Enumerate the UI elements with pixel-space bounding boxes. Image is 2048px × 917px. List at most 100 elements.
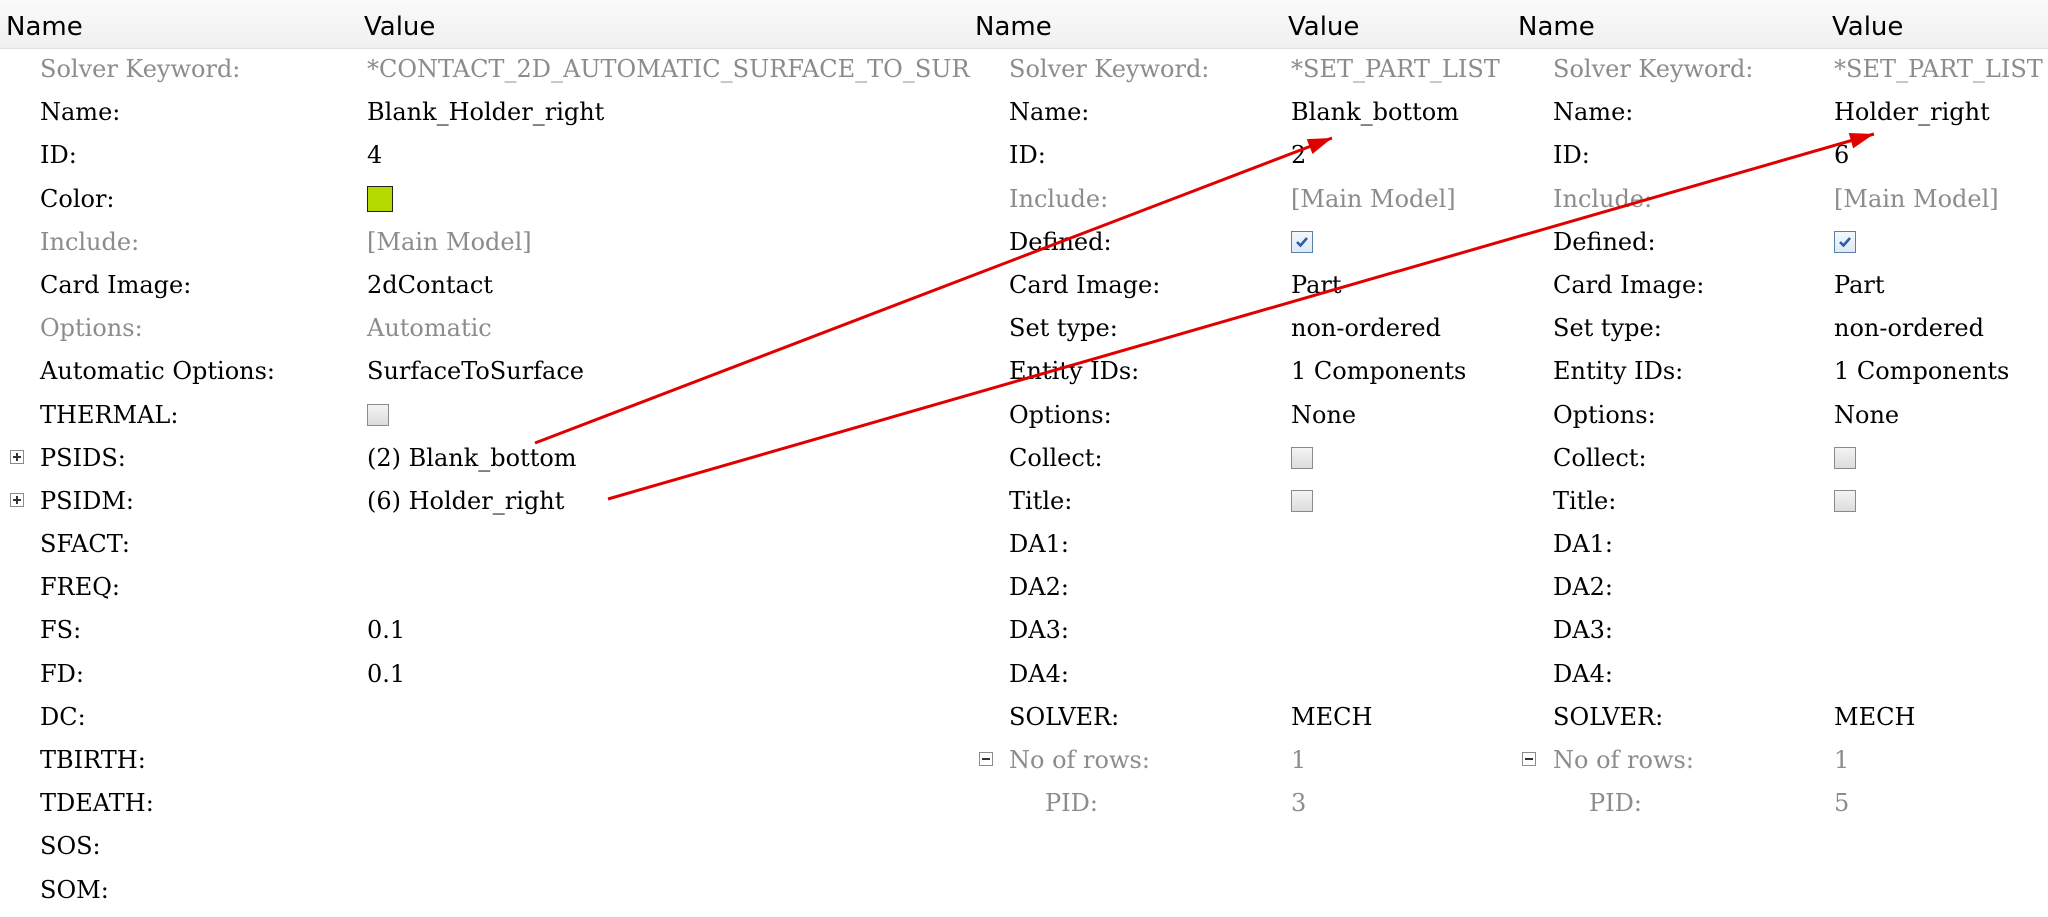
collect-checkbox[interactable]	[1291, 446, 1313, 469]
property-row-solver[interactable]: SOLVER:MECH	[1513, 696, 2048, 739]
property-row-collect[interactable]: Collect:	[1513, 437, 2048, 480]
property-row-collect[interactable]: Collect:	[970, 437, 1513, 480]
property-value[interactable]: None	[1834, 400, 1900, 429]
defined-checkbox[interactable]	[1834, 230, 1856, 253]
property-row-defined[interactable]: Defined:	[1513, 221, 2048, 264]
value-column-header[interactable]: Value	[1832, 12, 1904, 42]
property-row-card-image[interactable]: Card Image:2dContact	[0, 264, 970, 307]
collapse-icon[interactable]	[1522, 752, 1536, 766]
property-row-include[interactable]: Include:[Main Model]	[0, 221, 970, 264]
property-value[interactable]: *SET_PART_LIST	[1291, 55, 1500, 83]
property-row-solver[interactable]: SOLVER:MECH	[970, 696, 1513, 739]
property-value[interactable]: Automatic	[367, 314, 492, 343]
title-checkbox[interactable]	[1834, 489, 1856, 512]
property-value[interactable]: SurfaceToSurface	[367, 357, 585, 386]
defined-checkbox[interactable]	[1291, 230, 1313, 253]
property-value[interactable]: Holder_right	[1834, 98, 1990, 127]
property-row-id[interactable]: ID:4	[0, 134, 970, 177]
property-value[interactable]: 2	[1291, 141, 1307, 170]
property-value[interactable]: Part	[1834, 270, 1885, 299]
property-value[interactable]: 0.1	[367, 616, 406, 645]
property-row-psidm[interactable]: PSIDM:(6) Holder_right	[0, 480, 970, 523]
property-row-da1[interactable]: DA1:	[970, 523, 1513, 566]
property-value[interactable]: *SET_PART_LIST	[1834, 55, 2043, 83]
name-column-header[interactable]: Name	[975, 12, 1052, 42]
property-row-som[interactable]: SOM:	[0, 869, 970, 912]
property-row-id[interactable]: ID:6	[1513, 134, 2048, 177]
property-value[interactable]: 1	[1291, 746, 1307, 774]
property-value[interactable]: (2) Blank_bottom	[367, 443, 577, 472]
property-value[interactable]: [Main Model]	[367, 227, 532, 256]
property-row-fs[interactable]: FS:0.1	[0, 609, 970, 652]
property-row-automatic-options[interactable]: Automatic Options:SurfaceToSurface	[0, 350, 970, 393]
property-row-title[interactable]: Title:	[1513, 480, 2048, 523]
property-row-da1[interactable]: DA1:	[1513, 523, 2048, 566]
property-value[interactable]: MECH	[1291, 702, 1373, 731]
property-row-thermal[interactable]: THERMAL:	[0, 394, 970, 437]
property-row-entity-ids[interactable]: Entity IDs:1 Components	[970, 350, 1513, 393]
property-row-sos[interactable]: SOS:	[0, 825, 970, 868]
property-value[interactable]: 2dContact	[367, 270, 493, 299]
property-row-entity-ids[interactable]: Entity IDs:1 Components	[1513, 350, 2048, 393]
value-column-header[interactable]: Value	[364, 12, 436, 42]
property-row-card-image[interactable]: Card Image:Part	[970, 264, 1513, 307]
property-row-pid[interactable]: PID:5	[1513, 782, 2048, 820]
property-value[interactable]: Part	[1291, 270, 1342, 299]
property-row-freq[interactable]: FREQ:	[0, 566, 970, 609]
property-row-color[interactable]: Color:	[0, 178, 970, 221]
property-value[interactable]: *CONTACT_2D_AUTOMATIC_SURFACE_TO_SURFACE	[367, 55, 970, 83]
property-row-tbirth[interactable]: TBIRTH:	[0, 739, 970, 782]
property-value[interactable]: 1 Components	[1291, 357, 1467, 386]
property-row-sfact[interactable]: SFACT:	[0, 523, 970, 566]
property-row-da3[interactable]: DA3:	[970, 609, 1513, 652]
property-row-da4[interactable]: DA4:	[970, 653, 1513, 696]
property-row-solver-keyword[interactable]: Solver Keyword:*SET_PART_LIST	[1513, 48, 2048, 91]
property-value[interactable]: 5	[1834, 789, 1850, 818]
name-column-header[interactable]: Name	[6, 12, 83, 42]
property-row-set-type[interactable]: Set type:non-ordered	[1513, 307, 2048, 350]
property-value[interactable]: [Main Model]	[1291, 184, 1456, 213]
property-row-da2[interactable]: DA2:	[970, 566, 1513, 609]
expand-icon[interactable]	[10, 449, 24, 464]
property-row-pid[interactable]: PID:3	[970, 782, 1513, 820]
expand-icon[interactable]	[10, 492, 24, 507]
name-column-header[interactable]: Name	[1518, 12, 1595, 42]
property-row-options[interactable]: Options:None	[1513, 394, 2048, 437]
property-value[interactable]: (6) Holder_right	[367, 486, 565, 515]
property-value[interactable]: 1	[1834, 746, 1850, 774]
property-row-psids[interactable]: PSIDS:(2) Blank_bottom	[0, 437, 970, 480]
property-value[interactable]: 1 Components	[1834, 357, 2010, 386]
collect-checkbox[interactable]	[1834, 446, 1856, 469]
property-value[interactable]: 3	[1291, 789, 1307, 818]
property-row-tdeath[interactable]: TDEATH:	[0, 782, 970, 825]
property-row-da3[interactable]: DA3:	[1513, 609, 2048, 652]
property-value[interactable]: 6	[1834, 141, 1850, 170]
property-row-dc[interactable]: DC:	[0, 696, 970, 739]
property-row-fd[interactable]: FD:0.1	[0, 653, 970, 696]
property-row-name[interactable]: Name:Holder_right	[1513, 91, 2048, 134]
property-value[interactable]: Blank_bottom	[1291, 98, 1459, 127]
property-row-id[interactable]: ID:2	[970, 134, 1513, 177]
property-value[interactable]: None	[1291, 400, 1357, 429]
property-row-defined[interactable]: Defined:	[970, 221, 1513, 264]
property-row-options[interactable]: Options:Automatic	[0, 307, 970, 350]
property-value[interactable]: Blank_Holder_right	[367, 98, 605, 127]
property-value[interactable]: [Main Model]	[1834, 184, 1999, 213]
property-value[interactable]: 4	[367, 141, 383, 170]
property-row-no-of-rows[interactable]: No of rows:1	[1513, 739, 2048, 782]
property-row-include[interactable]: Include:[Main Model]	[1513, 178, 2048, 221]
title-checkbox[interactable]	[1291, 489, 1313, 512]
property-row-include[interactable]: Include:[Main Model]	[970, 178, 1513, 221]
property-row-options[interactable]: Options:None	[970, 394, 1513, 437]
property-row-solver-keyword[interactable]: Solver Keyword:*CONTACT_2D_AUTOMATIC_SUR…	[0, 48, 970, 91]
property-row-title[interactable]: Title:	[970, 480, 1513, 523]
property-row-da2[interactable]: DA2:	[1513, 566, 2048, 609]
property-value[interactable]: non-ordered	[1834, 314, 1984, 343]
property-row-set-type[interactable]: Set type:non-ordered	[970, 307, 1513, 350]
collapse-icon[interactable]	[979, 752, 993, 766]
property-row-da4[interactable]: DA4:	[1513, 653, 2048, 696]
property-row-card-image[interactable]: Card Image:Part	[1513, 264, 2048, 307]
property-row-solver-keyword[interactable]: Solver Keyword:*SET_PART_LIST	[970, 48, 1513, 91]
property-value[interactable]: 0.1	[367, 659, 406, 688]
color-swatch[interactable]	[367, 185, 393, 212]
